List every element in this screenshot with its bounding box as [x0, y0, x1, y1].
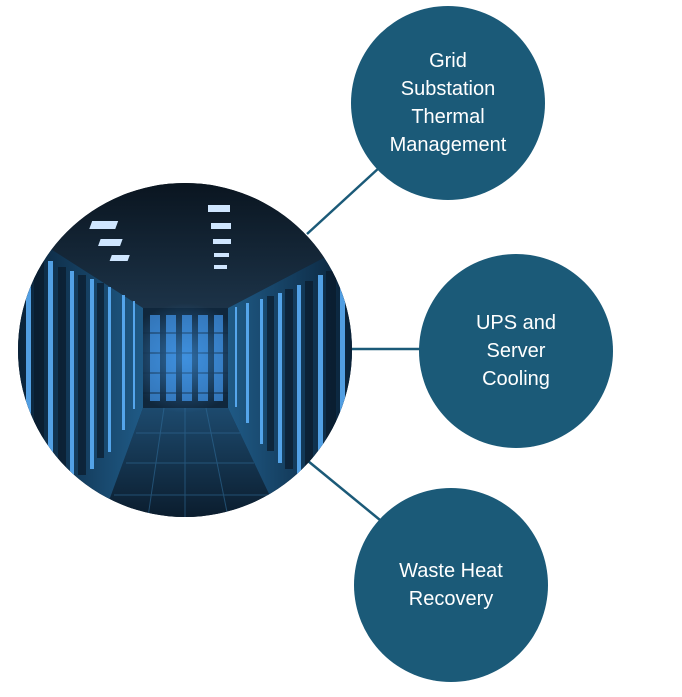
data-center-photo	[18, 183, 352, 517]
connector-line-3	[307, 460, 381, 521]
connector-line-1	[306, 166, 381, 235]
node-ups-and-server-cooling: UPS and Server Cooling	[419, 254, 613, 448]
node-label: Waste Heat Recovery	[399, 560, 503, 610]
node-waste-heat-recovery: Waste Heat Recovery	[354, 488, 548, 682]
node-label: UPS and Server Cooling	[475, 312, 557, 390]
node-grid-substation-thermal-management: Grid Substation Thermal Management	[351, 6, 545, 200]
node-label: Grid Substation Thermal Management	[389, 50, 507, 156]
